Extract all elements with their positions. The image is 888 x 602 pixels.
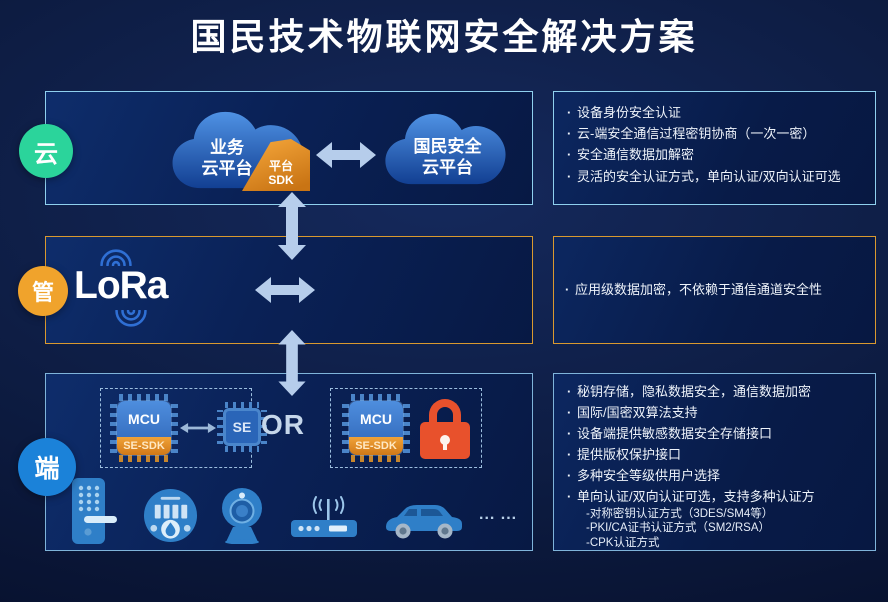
cloud-layer-description-panel: 设备身份安全认证 云-端安全通信过程密钥协商（一次一密） 安全通信数据加解密 灵… <box>553 91 876 205</box>
chip-pins <box>110 403 117 453</box>
cloud-layer-badge: 云 <box>19 124 73 178</box>
chip-pins <box>342 403 349 453</box>
chip-pins <box>171 403 178 453</box>
chip-pins <box>261 410 267 444</box>
chip-pins <box>225 402 259 408</box>
device-bullet: 多种安全等级供用户选择 <box>566 465 865 486</box>
vertical-double-arrow-icon <box>278 192 306 260</box>
network-bullet: 应用级数据加密，不依赖于通信通道安全性 <box>564 279 822 300</box>
lora-wave-top-icon <box>100 249 132 266</box>
se-label: SE <box>223 408 261 446</box>
chip-pins <box>225 446 259 452</box>
cloud-bullet: 云-端安全通信过程密钥协商（一次一密） <box>566 123 865 144</box>
business-cloud-label-line1: 业务 <box>210 138 244 157</box>
router-icon <box>291 496 357 537</box>
cloud-bullet: 灵活的安全认证方式，单向认证/双向认证可选 <box>566 166 865 187</box>
device-bullet: 秘钥存储，隐私数据安全，通信数据加密 <box>566 381 865 402</box>
small-double-arrow-icon <box>180 423 216 433</box>
cloud-bullet: 安全通信数据加解密 <box>566 144 865 165</box>
lora-wave-bottom-icon <box>115 310 147 327</box>
se-sdk-band: SE-SDK <box>349 437 403 455</box>
padlock-keyhole <box>440 435 450 450</box>
chip-pins <box>403 403 410 453</box>
device-bullet: 提供版权保护接口 <box>566 444 865 465</box>
device-bullet: 单向认证/双向认证可选，支持多种认证方 <box>566 486 865 507</box>
cloud-bullet: 设备身份安全认证 <box>566 102 865 123</box>
door-lock-icon <box>72 478 117 544</box>
device-sub-bullet: -对称密钥认证方式（3DES/SM4等） <box>586 508 774 520</box>
page-title: 国民技术物联网安全解决方案 <box>190 16 698 57</box>
ellipsis-icon: ... ... <box>479 506 518 523</box>
mcu-lock-option-group <box>330 388 482 468</box>
national-secure-cloud: 国民安全 云平台 <box>380 107 515 191</box>
device-layer-badge: 端 <box>18 438 76 496</box>
vertical-double-arrow-icon <box>278 330 306 396</box>
national-cloud-label-line1: 国民安全 <box>413 137 482 156</box>
sdk-wedge-label-line2: SDK <box>268 173 294 187</box>
network-layer-description-panel: 应用级数据加密，不依赖于通信通道安全性 <box>553 236 876 344</box>
padlock-shackle <box>429 399 461 427</box>
padlock-icon <box>420 399 470 459</box>
chip-pins <box>351 455 401 462</box>
chip-pins <box>119 455 169 462</box>
double-arrow-icon <box>255 277 315 303</box>
chip-pins <box>351 394 401 401</box>
mcu-label: MCU <box>360 411 392 427</box>
mcu-chip-icon: MCU SE-SDK <box>342 394 410 462</box>
se-chip-icon: SE <box>217 402 267 452</box>
mcu-chip-icon: MCU SE-SDK <box>110 394 178 462</box>
device-bullet: 国际/国密双算法支持 <box>566 402 865 423</box>
smart-meter-icon <box>143 488 198 543</box>
cloud-icon <box>385 113 506 185</box>
double-arrow-icon <box>316 142 376 168</box>
chip-pins <box>217 410 223 444</box>
network-layer-badge: 管 <box>18 266 68 316</box>
lora-logo: LoRa <box>74 264 168 307</box>
device-layer-description-panel: 秘钥存储，隐私数据安全，通信数据加密 国际/国密双算法支持 设备端提供敏感数据安… <box>553 373 876 551</box>
car-icon <box>386 505 462 539</box>
device-sub-bullet: -CPK认证方式 <box>586 536 660 549</box>
chip-pins <box>119 394 169 401</box>
device-sub-bullet: -PKI/CA证书认证方式（SM2/RSA） <box>586 522 771 535</box>
se-sdk-band: SE-SDK <box>117 437 171 455</box>
camera-icon <box>222 488 262 544</box>
mcu-label: MCU <box>128 411 160 427</box>
device-bullet: 设备端提供敏感数据安全存储接口 <box>566 423 865 444</box>
or-label: OR <box>261 409 305 440</box>
business-cloud-label-line2: 云平台 <box>201 159 253 178</box>
sdk-wedge-label-line1: 平台 <box>268 159 293 173</box>
national-cloud-label-line2: 云平台 <box>422 158 473 177</box>
